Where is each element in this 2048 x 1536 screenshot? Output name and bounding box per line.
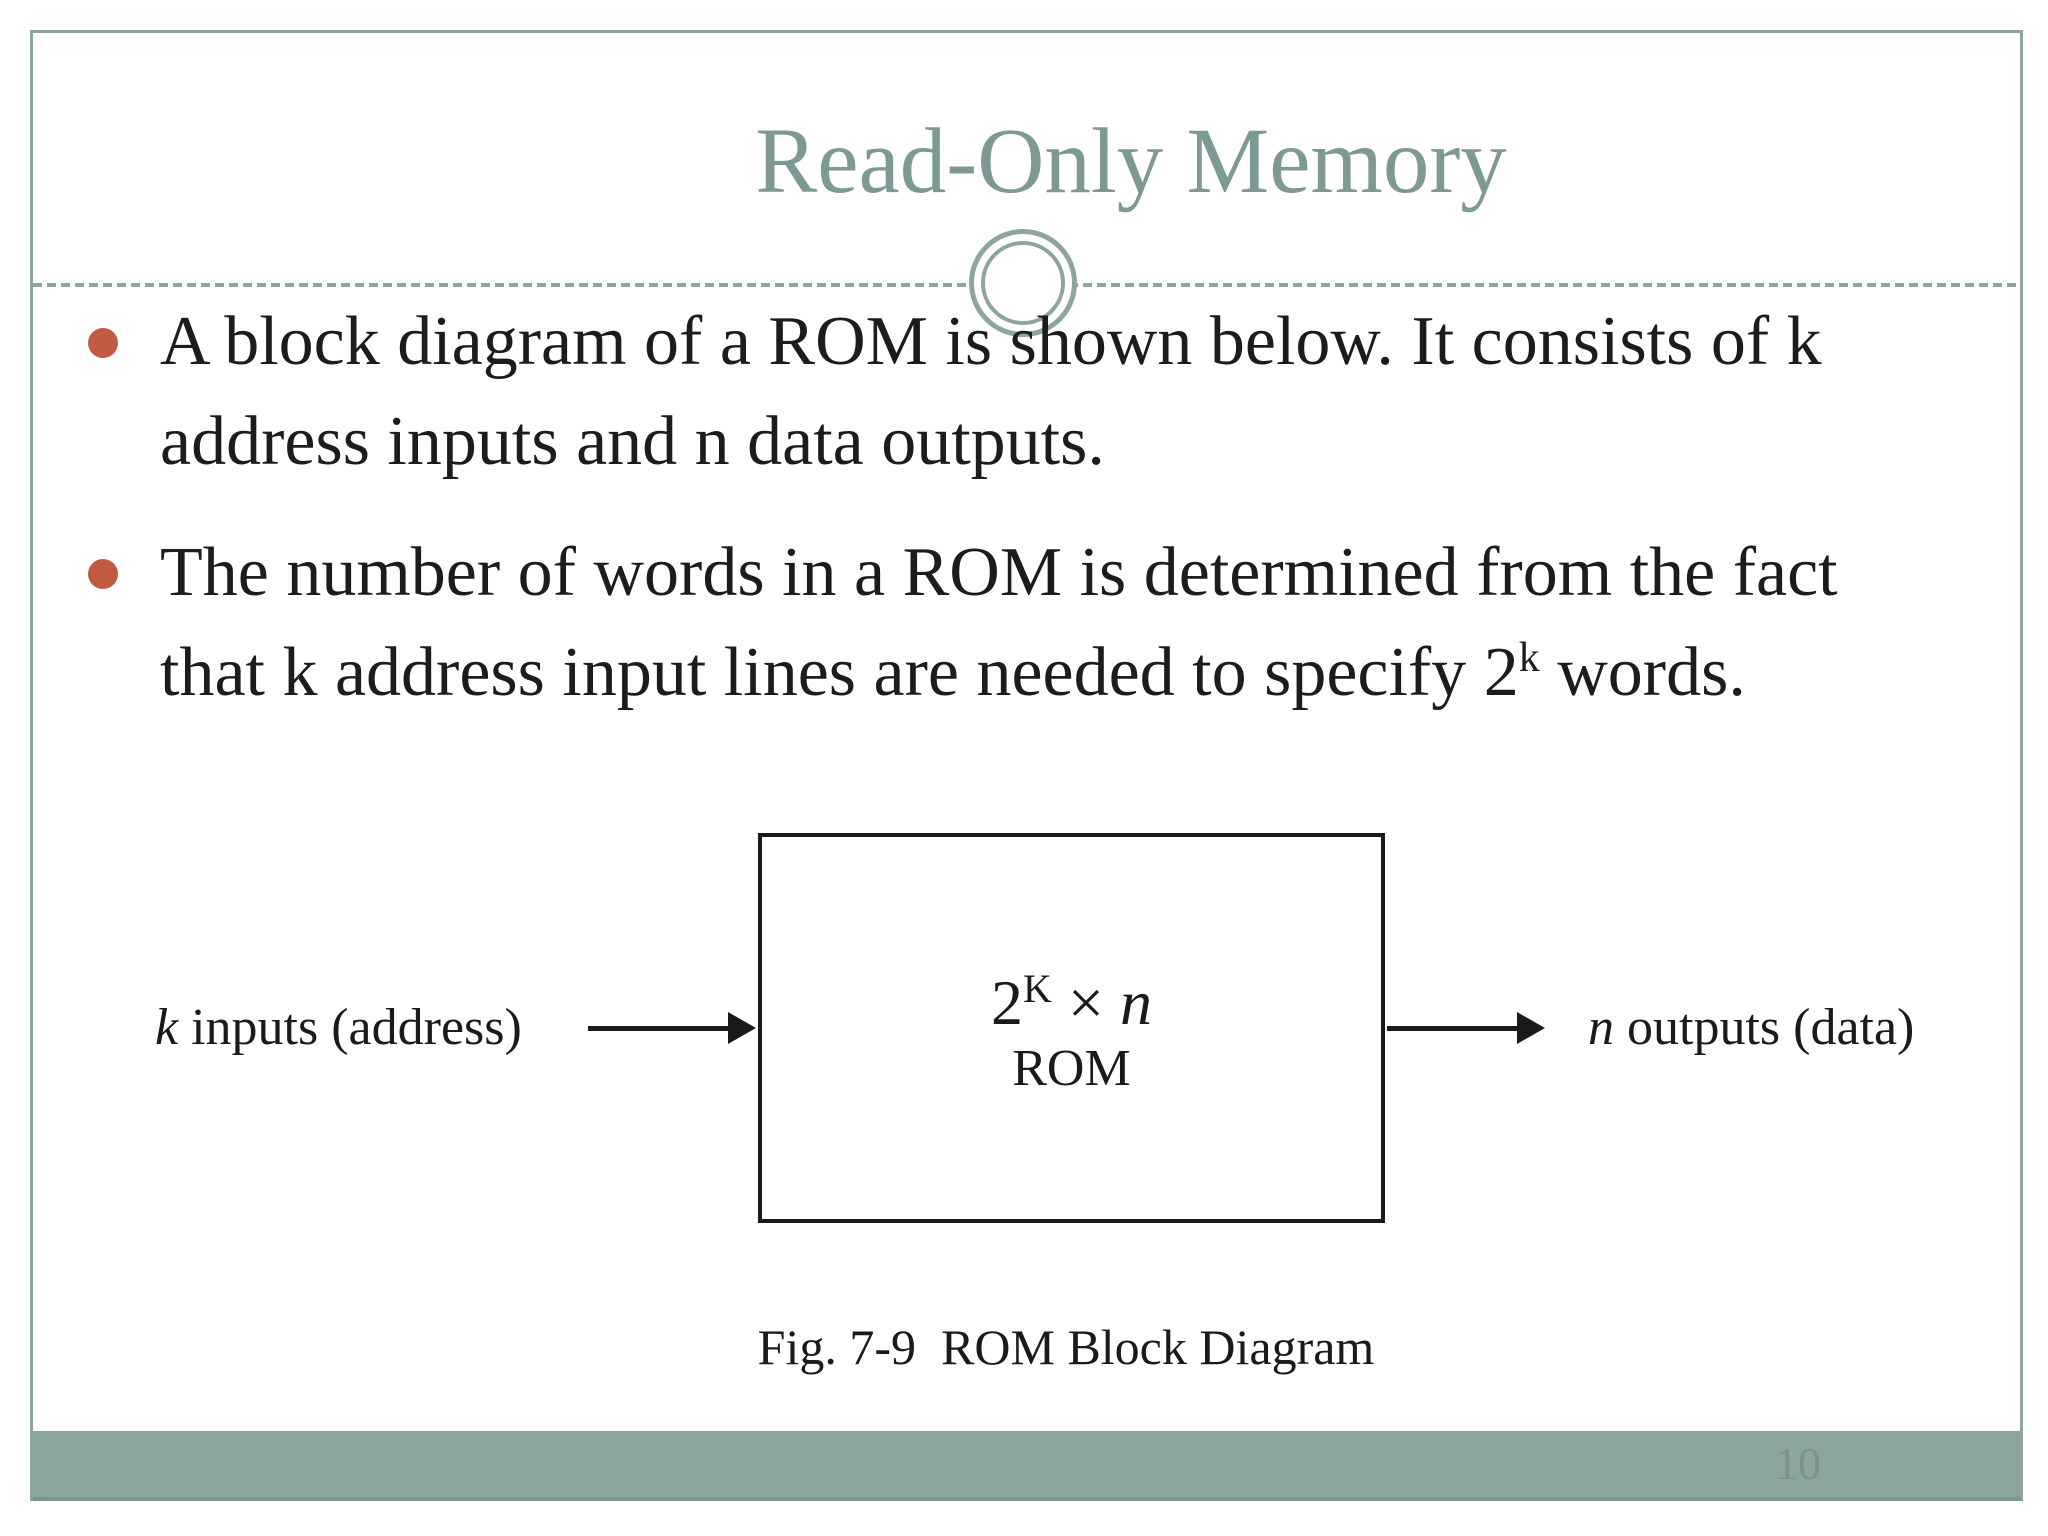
capacity-base: 2 bbox=[991, 967, 1023, 1038]
input-arrowhead-icon bbox=[728, 1012, 756, 1044]
bullet-list: A block diagram of a ROM is shown below.… bbox=[88, 292, 1988, 754]
superscript-exponent: k bbox=[1518, 635, 1540, 681]
double-circle-ornament-inner-ring bbox=[981, 241, 1065, 325]
output-variable-n: n bbox=[1588, 999, 1614, 1056]
page-title: Read-Only Memory bbox=[755, 110, 1507, 213]
double-circle-ornament-icon bbox=[969, 229, 1077, 337]
rom-block-box: 2K × n ROM bbox=[758, 833, 1385, 1223]
capacity-variable-n: n bbox=[1119, 967, 1152, 1038]
rom-capacity-label: 2K × n bbox=[991, 966, 1152, 1040]
bullet-marker-icon bbox=[88, 559, 118, 589]
input-arrow-line bbox=[588, 1026, 734, 1031]
input-label-text: inputs (address) bbox=[178, 999, 522, 1056]
bullet-text: A block diagram of a ROM is shown below.… bbox=[160, 303, 1822, 480]
figure-caption: Fig. 7-9 ROM Block Diagram bbox=[757, 1319, 1375, 1375]
bullet-text-after-exponent: words. bbox=[1539, 634, 1746, 711]
capacity-exponent: K bbox=[1023, 966, 1052, 1011]
input-variable-k: k bbox=[155, 999, 179, 1056]
output-arrow-line bbox=[1387, 1026, 1519, 1031]
bullet-item-1: A block diagram of a ROM is shown below.… bbox=[88, 292, 1988, 492]
output-arrowhead-icon bbox=[1517, 1012, 1545, 1044]
diagram-output-label: n outputs (data) bbox=[1588, 998, 1914, 1058]
page-number: 10 bbox=[1775, 1438, 1821, 1489]
bullet-text: The number of words in a ROM is determin… bbox=[160, 534, 1838, 711]
rom-box-name: ROM bbox=[1012, 1040, 1131, 1097]
diagram-input-label: k inputs (address) bbox=[155, 998, 522, 1058]
bullet-marker-icon bbox=[88, 328, 118, 358]
footer-bar: 10 bbox=[33, 1431, 2021, 1501]
bullet-item-2: The number of words in a ROM is determin… bbox=[88, 523, 1988, 723]
output-label-text: outputs (data) bbox=[1614, 999, 1915, 1056]
capacity-times-sign: × bbox=[1051, 967, 1120, 1038]
